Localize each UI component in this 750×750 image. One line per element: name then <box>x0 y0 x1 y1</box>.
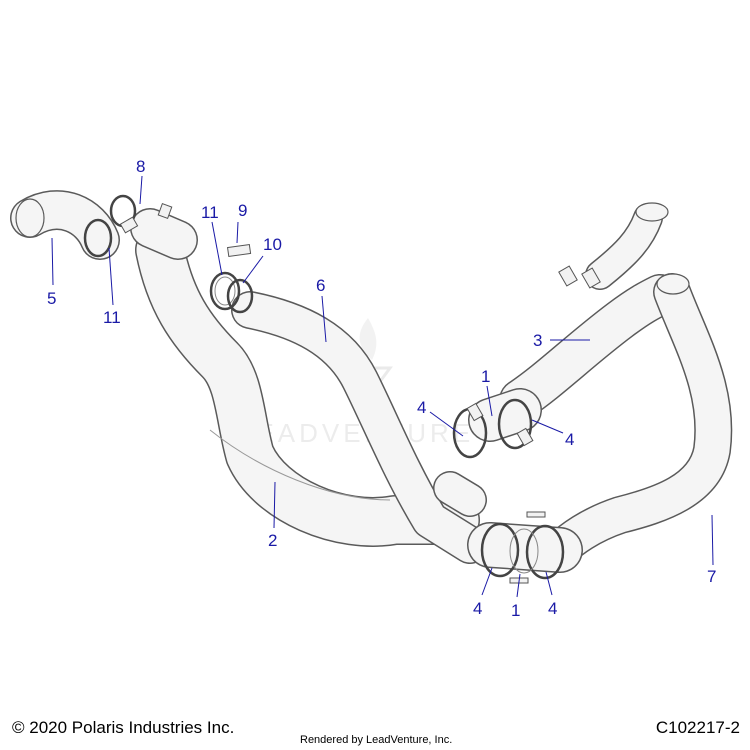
callout-9: 9 <box>238 201 247 220</box>
callout-6: 6 <box>316 276 325 295</box>
callout-11-lower: 11 <box>103 308 121 327</box>
part-duct-coupler-upper <box>130 208 198 260</box>
part-3-right-duct <box>499 202 681 421</box>
callout-4-lower-right: 4 <box>548 599 557 618</box>
callout-1-upper: 1 <box>481 367 490 386</box>
figure-code: C102217-2 <box>655 718 740 737</box>
part-7-right-outer-duct <box>541 273 733 569</box>
callout-10: 10 <box>263 235 282 254</box>
part-1-coupler-upper <box>468 388 542 442</box>
part-coupler-center <box>433 471 487 517</box>
part-9-label-tags <box>119 203 601 584</box>
callout-3: 3 <box>533 331 542 350</box>
callout-4-upper-right: 4 <box>565 430 574 449</box>
part-1-coupler-lower <box>467 522 583 573</box>
copyright-text: © 2020 Polaris Industries Inc. <box>12 718 235 737</box>
part-2-lower-duct <box>135 225 480 547</box>
callout-11-upper: 11 <box>201 203 219 222</box>
svg-text:LEADVENTURE: LEADVENTURE <box>238 418 474 448</box>
callout-1-lower: 1 <box>511 601 520 620</box>
callout-4-lower-left: 4 <box>473 599 482 618</box>
part-6-upper-duct <box>231 291 489 564</box>
callout-7: 7 <box>707 567 716 586</box>
part-5-intake-boot <box>10 190 120 260</box>
callout-leaders <box>51 175 714 598</box>
callout-8: 8 <box>136 157 145 176</box>
callout-labels: 8 9 11 10 6 5 11 3 1 4 4 2 7 4 1 4 <box>47 157 716 620</box>
callout-2: 2 <box>268 531 277 550</box>
callout-4-upper-left: 4 <box>417 398 426 417</box>
callout-5: 5 <box>47 289 56 308</box>
rendered-by-text: Rendered by LeadVenture, Inc. <box>300 734 453 746</box>
watermark-logo: LEADVENTURE <box>238 318 474 448</box>
